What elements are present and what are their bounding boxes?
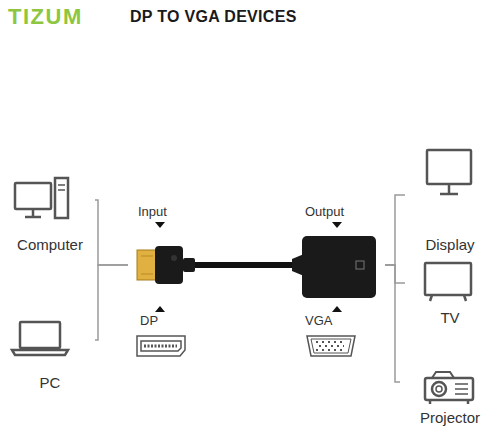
dp-plug-detail [141, 256, 153, 257]
vga-port-outline [307, 336, 355, 356]
adapter-cable [137, 236, 376, 298]
tower-outline [55, 178, 68, 218]
pointer-triangle [332, 222, 342, 228]
laptop-icon [12, 322, 68, 355]
port-label: Output [305, 205, 375, 220]
pointer-triangles [155, 222, 342, 312]
device-node: TV [405, 255, 495, 328]
dp-port-outline [137, 336, 185, 356]
device-node: Computer [5, 165, 95, 257]
projector-foot [429, 400, 432, 404]
cable [195, 262, 296, 268]
projector-body [425, 378, 473, 400]
port-label: VGA [305, 314, 375, 329]
tv-icon [425, 263, 471, 301]
monitor-base [25, 216, 41, 219]
strain-relief [183, 258, 195, 272]
dp-plug-metal [137, 250, 157, 280]
device-label: Projector [400, 409, 500, 426]
device-label: TV [405, 309, 495, 326]
tower-slot [58, 184, 65, 186]
brand-logo: TIZUM [8, 4, 83, 30]
vga-port-pins [316, 349, 346, 351]
laptop-screen [20, 322, 60, 348]
monitor-stand [32, 209, 35, 216]
tv-screen [425, 263, 471, 295]
vga-port-icon [307, 336, 355, 356]
bracket-connector [95, 200, 128, 265]
display-base [440, 193, 458, 196]
dp-port-icon [137, 336, 185, 356]
vga-port-inner [311, 339, 351, 353]
bracket-connector [385, 265, 400, 382]
projector-lens-inner [436, 386, 442, 392]
dp-plug-button [171, 255, 177, 261]
device-label: PC [5, 374, 95, 391]
vga-adapter-box [302, 236, 376, 298]
laptop-base [12, 350, 68, 355]
diagram-title: DP TO VGA DEVICES [130, 8, 297, 26]
dp-port-inner [141, 341, 181, 351]
display-icon [427, 150, 471, 194]
device-node: Projector [400, 360, 500, 432]
projector-foot [467, 400, 470, 404]
monitor-outline [15, 183, 51, 209]
device-label: Display [405, 236, 495, 253]
projector-vent [455, 383, 468, 385]
bracket-connector [385, 195, 405, 265]
projector-lens [432, 382, 446, 396]
dp-plug-body [155, 246, 183, 284]
tower-slot [58, 189, 65, 191]
projector-vent [455, 388, 468, 390]
projector-icon [425, 372, 473, 404]
dp-plug-detail [141, 274, 153, 275]
device-node: PC [5, 310, 95, 395]
vga-port-pins [316, 341, 346, 343]
bracket-connector [95, 265, 128, 340]
adapter-node: InputDP OutputVGA [128, 203, 385, 363]
port-label: Input [138, 205, 208, 220]
display-stand [448, 184, 451, 193]
pointer-triangle [155, 222, 165, 228]
tv-leg [430, 295, 432, 301]
pointer-triangle [155, 306, 165, 312]
device-label: Computer [5, 236, 95, 253]
projector-vent [455, 393, 468, 395]
device-node: Display [405, 140, 495, 255]
computer-icon [15, 178, 68, 218]
dp-port-pins [144, 345, 177, 348]
port-label: DP [140, 314, 210, 329]
bracket-connector [385, 265, 405, 283]
display-screen [427, 150, 471, 184]
vga-port-pins [319, 345, 344, 347]
tv-leg [464, 295, 466, 301]
adapter-led [356, 261, 364, 269]
pointer-triangle [332, 306, 342, 312]
